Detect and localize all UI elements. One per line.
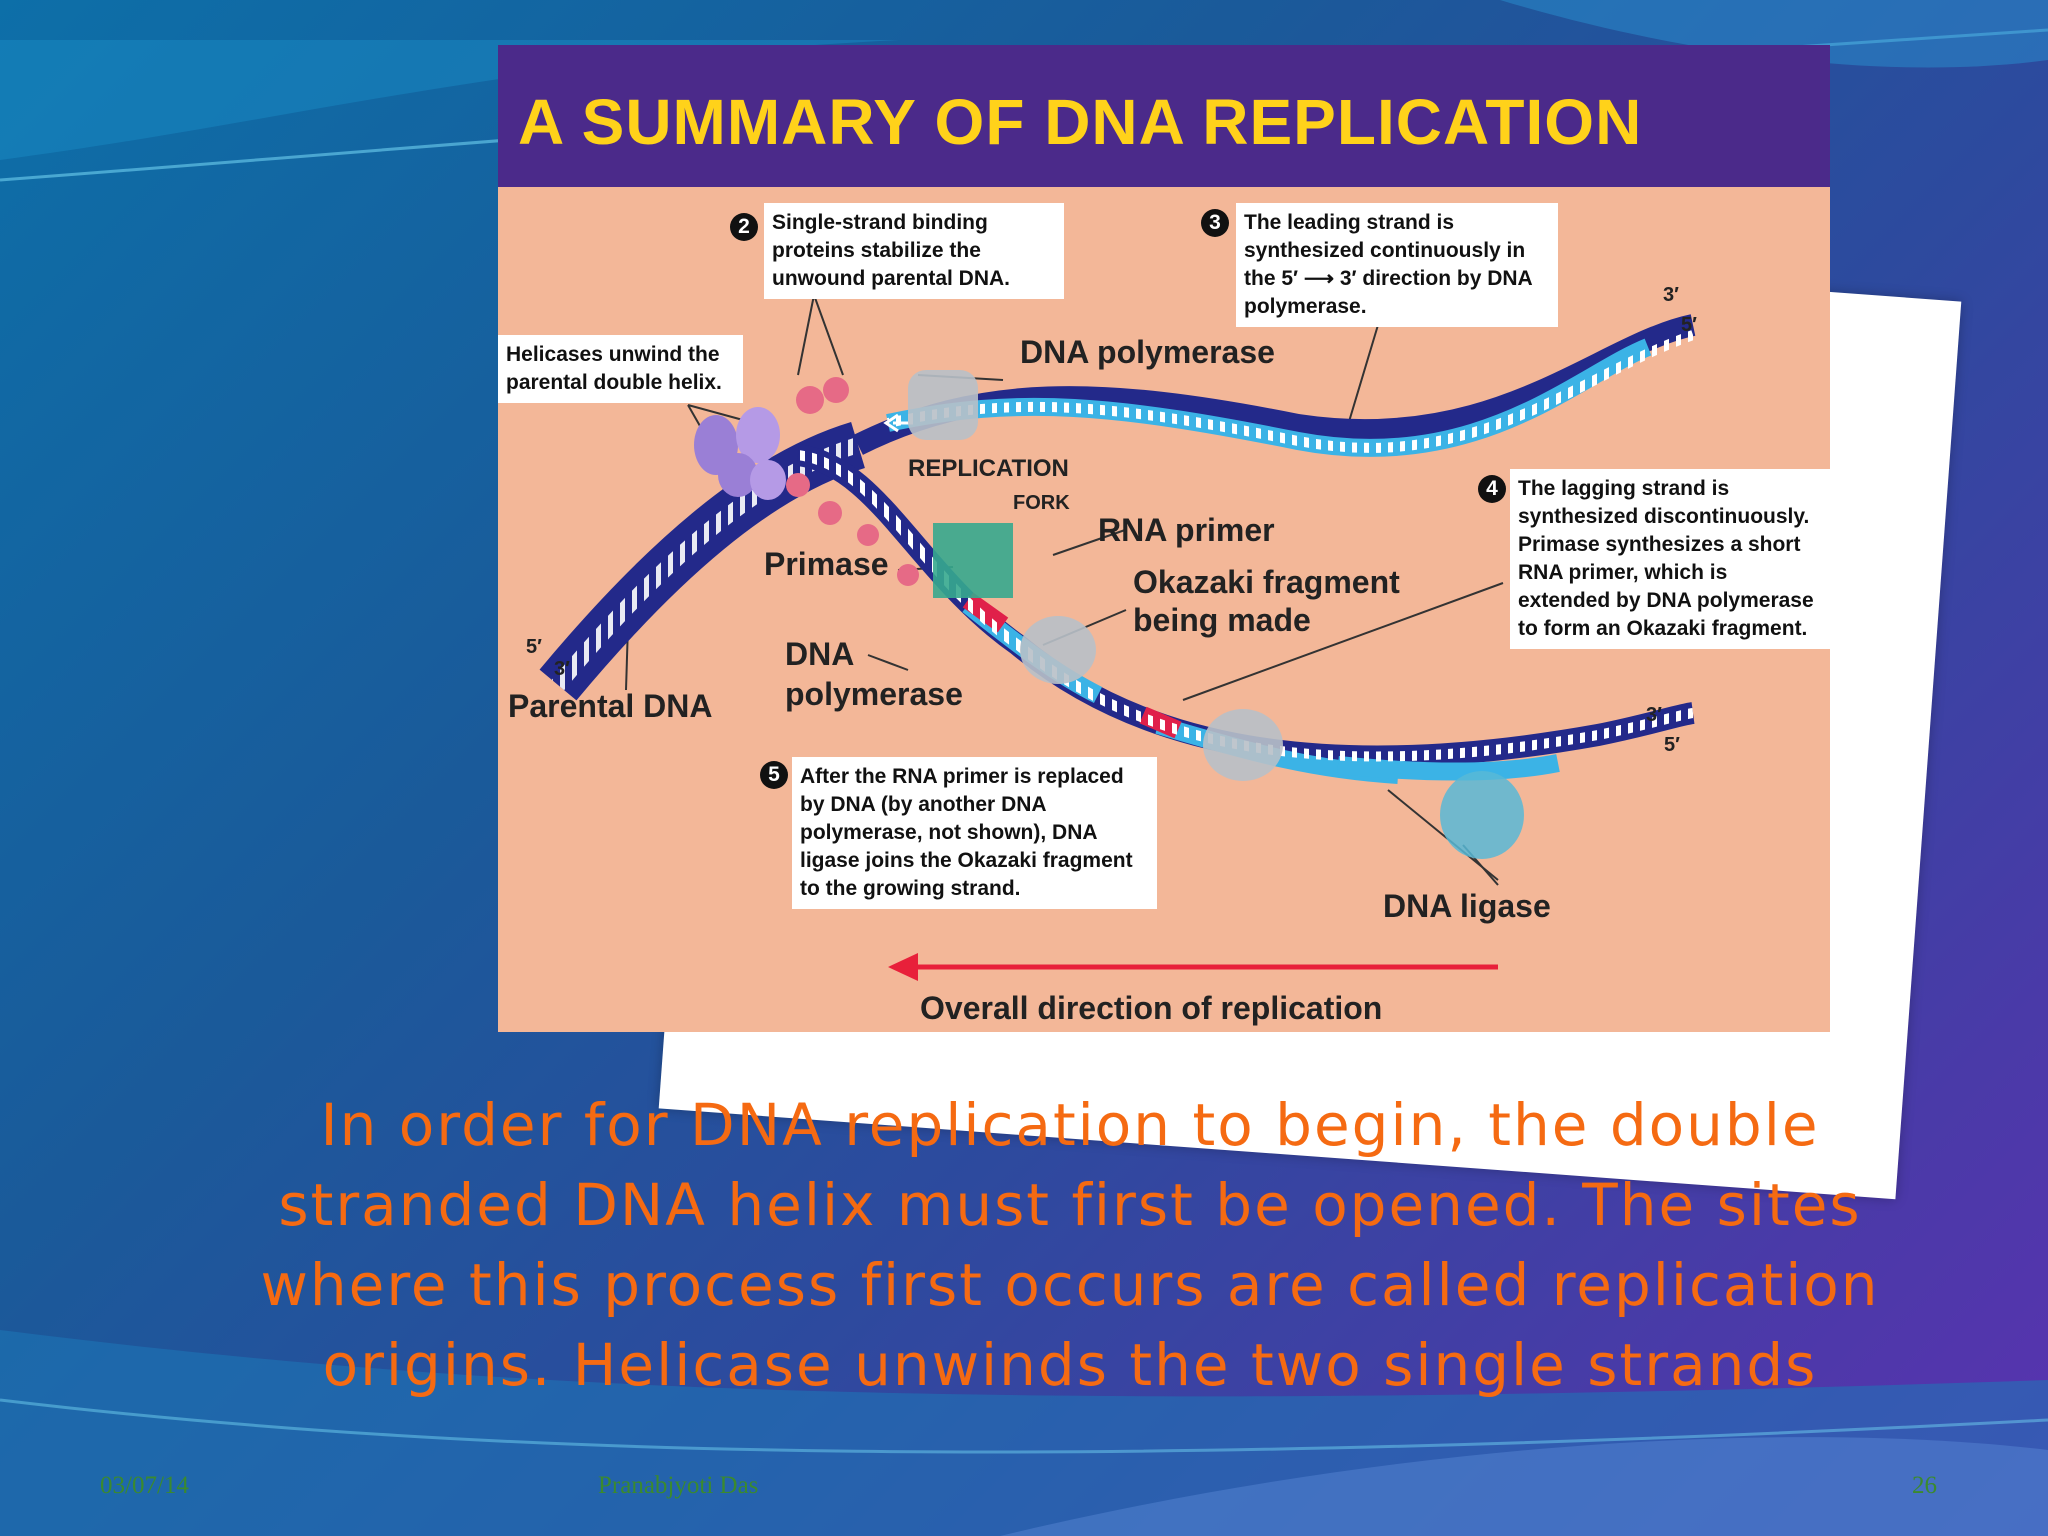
replication-diagram [539, 294, 1696, 981]
end-top-5prime: 5′ [1681, 314, 1697, 336]
note-ligase: After the RNA primer is replaced by DNA … [792, 757, 1157, 909]
label-fork: FORK [1013, 492, 1070, 514]
number-badge-5: 5 [760, 761, 788, 789]
footer-page-number: 26 [1912, 1472, 1937, 1499]
end-left-5prime: 5′ [526, 636, 542, 658]
footer-date: 03/07/14 [100, 1472, 189, 1499]
note-ssb: Single-strand binding proteins stabilize… [764, 203, 1064, 299]
label-dna-ligase: DNA ligase [1383, 888, 1551, 924]
label-dna-lower: DNA [785, 636, 855, 672]
end-bottom-3prime: 3′ [1646, 704, 1662, 726]
note-helicase: Helicases unwind the parental double hel… [498, 335, 743, 403]
note-lagging-strand: The lagging strand is synthesized discon… [1510, 469, 1830, 649]
label-primase: Primase [764, 546, 889, 582]
number-badge-3: 3 [1201, 209, 1229, 237]
figure-title-bar [498, 45, 1830, 187]
end-bottom-5prime: 5′ [1664, 734, 1680, 756]
label-dna-polymerase-top: DNA polymerase [1020, 334, 1275, 370]
label-replication: REPLICATION [908, 455, 1069, 482]
label-rna-primer: RNA primer [1098, 512, 1275, 548]
number-badge-4: 4 [1478, 475, 1506, 503]
label-okazaki-line2: being made [1133, 602, 1311, 638]
footer-author: Pranabjyoti Das [598, 1472, 759, 1499]
label-polymerase-lower: polymerase [785, 676, 963, 712]
figure-title: A SUMMARY OF DNA REPLICATION [518, 86, 1643, 158]
dna-replication-figure: A SUMMARY OF DNA REPLICATION [498, 45, 1830, 1032]
end-left-3prime: 3′ [554, 658, 570, 680]
label-okazaki-line1: Okazaki fragment [1133, 564, 1400, 600]
number-badge-2: 2 [730, 213, 758, 241]
label-parental-dna: Parental DNA [508, 688, 713, 724]
note-leading-strand: The leading strand is synthesized contin… [1236, 203, 1558, 327]
slide-caption: In order for DNA replication to begin, t… [260, 1091, 1880, 1399]
end-top-3prime: 3′ [1663, 284, 1679, 306]
label-overall-direction: Overall direction of replication [920, 990, 1383, 1026]
